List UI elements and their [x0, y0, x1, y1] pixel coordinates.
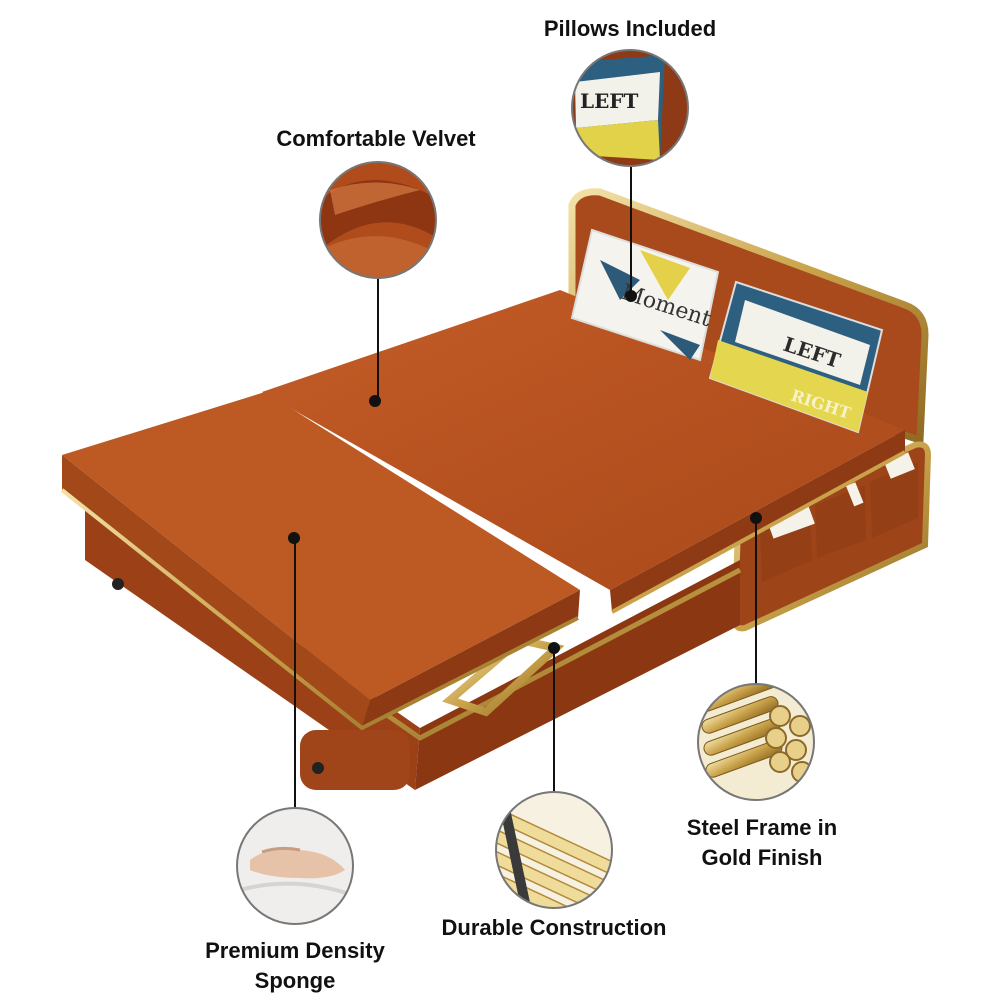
label-steel-frame: Steel Frame in Gold Finish — [686, 815, 838, 870]
steel-frame-inset — [697, 683, 815, 801]
label-comfortable-velvet: Comfortable Velvet — [276, 126, 476, 151]
pillows-inset-text: LEFT — [580, 89, 639, 113]
pillow-left-right: LEFT RIGHT — [708, 280, 884, 434]
label-pillows-included: Pillows Included — [543, 16, 717, 41]
callout-lines — [288, 166, 762, 808]
front-mattress — [62, 392, 580, 700]
label-durable-construction: Durable Construction — [441, 915, 667, 940]
velvet-inset — [319, 161, 437, 279]
sofa-bed: Moment LEFT RIGHT — [60, 188, 932, 790]
pillows-inset: LEFT — [571, 49, 689, 167]
label-premium-sponge: Premium Density Sponge — [205, 938, 385, 993]
pillow-moment: Moment — [570, 228, 720, 362]
sponge-inset — [236, 807, 354, 925]
